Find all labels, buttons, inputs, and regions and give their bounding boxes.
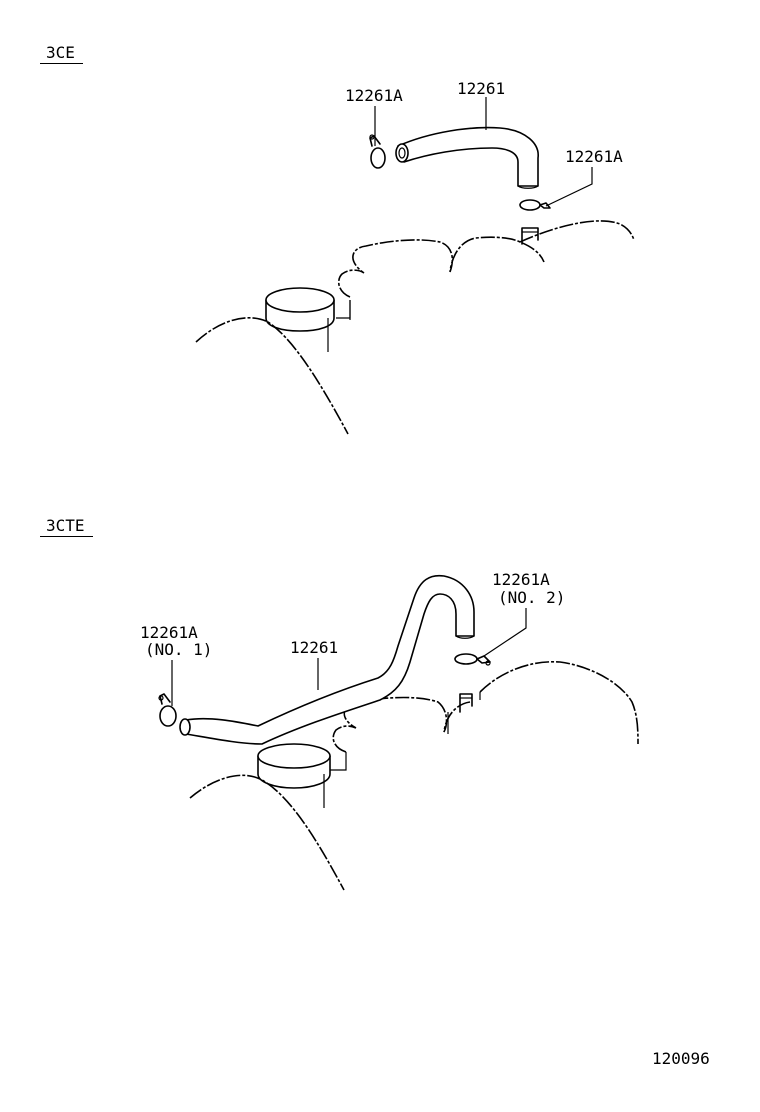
callout-hose-bottom: 12261 xyxy=(290,638,339,657)
leaders-bottom xyxy=(171,608,527,706)
figure-number: 120096 xyxy=(652,1049,710,1068)
clamp-left-top xyxy=(369,134,386,169)
leaders-top xyxy=(374,97,593,207)
callout-clamp-no1: 12261A xyxy=(140,623,198,642)
hose-top xyxy=(395,126,539,189)
callout-clamp-no1-sub: (NO. 1) xyxy=(145,640,213,659)
callout-clamp-no2: 12261A xyxy=(492,570,550,589)
engine-outline-top xyxy=(195,220,635,435)
section-label-3cte: 3CTE xyxy=(40,517,93,537)
callout-hose-top: 12261 xyxy=(457,79,506,98)
clamp-no1 xyxy=(158,693,177,727)
hose-bottom xyxy=(179,574,475,745)
callout-clamp-left-top: 12261A xyxy=(345,86,403,105)
clamp-no2 xyxy=(454,653,491,666)
callout-clamp-right-top: 12261A xyxy=(565,147,623,166)
clamp-right-top xyxy=(519,199,551,211)
section-label-3ce: 3CE xyxy=(40,44,83,64)
engine-outline-bottom xyxy=(189,661,639,891)
callout-clamp-no2-sub: (NO. 2) xyxy=(498,588,566,607)
